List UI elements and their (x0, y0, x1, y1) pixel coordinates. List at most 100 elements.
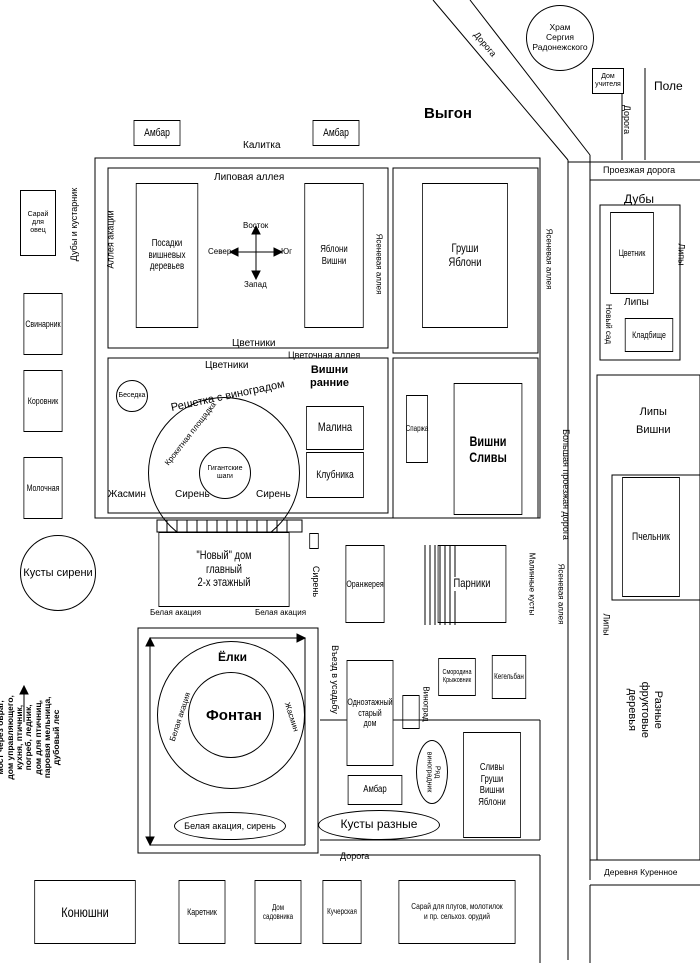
lipy-right-vertical-label: Липы (676, 243, 687, 266)
lipovaya-alleya-label: Липовая аллея (214, 172, 285, 183)
kegelban-label: Кегельбан (494, 672, 524, 682)
saray-ovets-label: Сарай для овец (27, 210, 49, 235)
fontan-label: Фонтан (206, 707, 262, 724)
ryad-vinogradnik-label: Ряд виноградник (425, 751, 441, 793)
slivy-grushi: Сливы Груши Вишни Яблони (463, 732, 521, 838)
belaya-akatsiya-siren-label: Белая акация, сирень (184, 820, 276, 831)
old-house-annex (402, 695, 420, 729)
saray-plugov-label: Сарай для плугов, молотилок и пр. сельхо… (411, 901, 503, 921)
lipy-vishni-label: Липы Вишни (636, 406, 671, 436)
vygon-label: Выгон (424, 105, 472, 122)
kusty-raznye: Кусты разные (318, 810, 440, 840)
grushi-yabloni-label: Груши Яблони (448, 240, 482, 269)
ambar-2: Амбар (312, 120, 360, 146)
slivy-grushi-label: Сливы Груши Вишни Яблони (478, 762, 506, 808)
kladbishche: Кладбище (624, 318, 674, 352)
oranzhereya: Оранжерея (345, 545, 385, 623)
raznye-derevya-label: Разные фруктовые деревья (625, 681, 664, 738)
tsvetniki-2-label: Цветники (205, 360, 249, 371)
siren-3-label: Сирень (311, 565, 322, 598)
vishni-slivy-label: Вишни Сливы (469, 432, 507, 465)
dom-sadovnika: Дом садовника (254, 880, 302, 944)
kegelban: Кегельбан (491, 655, 527, 699)
kusty-malinnye-label: Малинные кусты (527, 552, 537, 616)
novyy-sad-label: Новый сад (604, 303, 614, 345)
smorodina-label: Смородина Крыжовник (442, 668, 472, 684)
yasenevaya-alleya-2-label: Ясеневая аллея (544, 228, 554, 290)
svinarnik: Свинарник (23, 293, 63, 355)
kladbishche-label: Кладбище (632, 329, 666, 340)
dalshe-label: Дальше: мост через овраг, дом управляюще… (0, 695, 62, 780)
compass-west-label: Север (208, 247, 232, 256)
pchelnik: Пчельник (622, 477, 680, 597)
yasenevaya-alleya-3-label: Ясеневая аллея (556, 563, 566, 625)
grushi-yabloni: Груши Яблони (422, 183, 508, 328)
sparzha: Спаржа (406, 395, 428, 463)
tsvetochnaya-alleya-label: Цветочная аллея (288, 350, 361, 360)
kucherskaya: Кучерская (322, 880, 362, 944)
malina-label: Малина (317, 420, 353, 435)
duby-kustarnik-label: Дубы и кустарник (69, 187, 80, 262)
oranzhereya-label: Оранжерея (346, 578, 384, 589)
belaya-akatsiya-siren: Белая акация, сирень (174, 812, 286, 840)
belaya-akatsiya-2-label: Белая акация (255, 608, 307, 617)
malina: Малина (306, 406, 364, 450)
parniki: Парники (437, 545, 507, 623)
karetnik: Каретник (178, 880, 226, 944)
derevnya-label: Деревня Куренное (604, 867, 678, 877)
ambar-1: Амбар (133, 120, 181, 146)
proezzhaya-doroga-label: Проезжая дорога (603, 165, 676, 175)
gigantskie-shagi: Гигантские шаги (199, 447, 251, 499)
molochnaya: Молочная (23, 457, 63, 519)
kucherskaya-label: Кучерская (327, 907, 357, 917)
parniki-label: Парники (452, 576, 492, 591)
tsvetnik-right-label: Цветник (618, 247, 646, 258)
compass-east-label: Юг (281, 247, 292, 256)
ambar-3-label: Амбар (363, 784, 387, 796)
saray-plugov: Сарай для плугов, молотилок и пр. сельхо… (398, 880, 516, 944)
konyushni-label: Конюшни (61, 903, 109, 920)
besedka: Беседка (116, 380, 148, 412)
konyushni: Конюшни (34, 880, 136, 944)
church: Храм Сергия Радонежского (526, 5, 594, 71)
compass-north-label: Восток (243, 221, 269, 230)
field-label: Поле (654, 79, 683, 93)
bolshaya-doroga-label: Большая проезжая дорога (560, 429, 571, 540)
vishni-slivy: Вишни Сливы (453, 383, 523, 515)
odnoetazhnyy-label: Одноэтажный старый дом (347, 697, 393, 729)
vishni-rannie-label: Вишни ранние (310, 364, 350, 390)
korovnik: Коровник (23, 370, 63, 432)
elki-label: Ёлки (218, 650, 248, 664)
besedka-label: Беседка (118, 391, 146, 399)
korovnik-label: Коровник (27, 395, 59, 406)
teacher-house-label: Дом учителя (595, 72, 621, 88)
yabloni-vishni: Яблони Вишни (304, 183, 364, 328)
elki-ring (157, 641, 305, 789)
yabloni-vishni-label: Яблони Вишни (320, 244, 348, 267)
new-house: "Новый" дом главный 2-х этажный (158, 532, 290, 607)
pchelnik-label: Пчельник (632, 530, 670, 543)
new-house-porch (309, 533, 319, 549)
klubnika: Клубника (306, 452, 364, 498)
ambar-3: Амбар (347, 775, 403, 805)
ryad-vinogradnik: Ряд виноградник (416, 740, 448, 804)
tsvetnik-right: Цветник (610, 212, 654, 294)
odnoetazhnyy: Одноэтажный старый дом (346, 660, 394, 766)
vezd-v-usadbu-label: Въезд в усадьбу (329, 645, 340, 714)
teacher-house: Дом учителя (592, 68, 624, 94)
vinograd-label: Виноград (421, 686, 431, 722)
lipy-right-label: Липы (624, 297, 649, 308)
alleya-akatsii-label: Аллея акации (105, 210, 116, 269)
tsvetniki-1-label: Цветники (232, 338, 276, 349)
dom-sadovnika-label: Дом садовника (262, 902, 294, 921)
ambar-1-label: Амбар (144, 126, 170, 139)
duby-right-label: Дубы (624, 192, 655, 206)
kusty-sireni: Кусты сирени (20, 535, 96, 611)
smorodina: Смородина Крыжовник (438, 658, 476, 696)
siren-1-label: Сирень (175, 489, 210, 500)
posadki-vishen-label: Посадки вишневых деревьев (148, 238, 186, 273)
kusty-raznye-label: Кусты разные (340, 817, 418, 832)
doroga-bottom-label: Дорога (340, 851, 370, 861)
kusty-sireni-label: Кусты сирени (23, 566, 93, 579)
